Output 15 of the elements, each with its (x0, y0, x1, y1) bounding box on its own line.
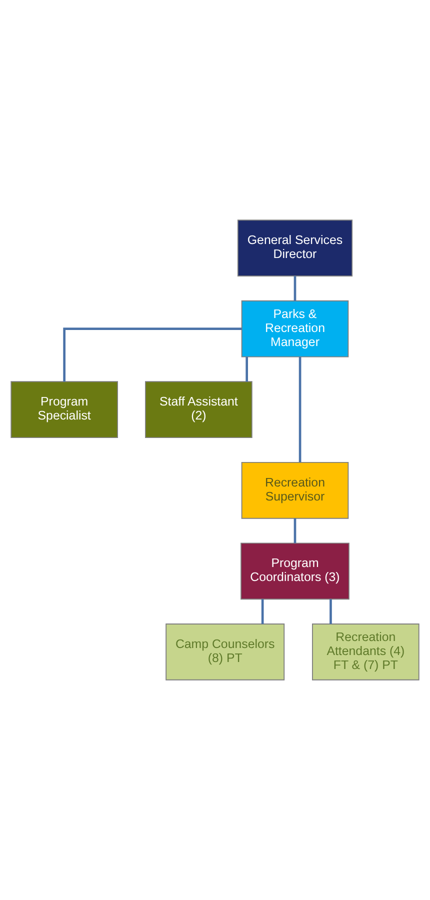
connector (261, 599, 264, 624)
connector (298, 356, 302, 462)
connector (294, 518, 296, 544)
node-box: Camp Counselors (8) PT (166, 624, 285, 680)
node-box: Parks & Recreation Manager (241, 300, 349, 358)
node-box: Program Specialist (10, 381, 118, 438)
node-box: Program Coordinators (3) (240, 542, 350, 600)
connector (246, 356, 248, 382)
node-box: General Services Director (237, 220, 353, 276)
connector (294, 276, 296, 301)
node-box: Recreation Supervisor (241, 462, 349, 519)
connector (63, 328, 242, 382)
connector (330, 599, 332, 624)
node-box: Staff Assistant (2) (145, 381, 252, 438)
node-box: Recreation Attendants (4) FT & (7) PT (312, 624, 420, 680)
